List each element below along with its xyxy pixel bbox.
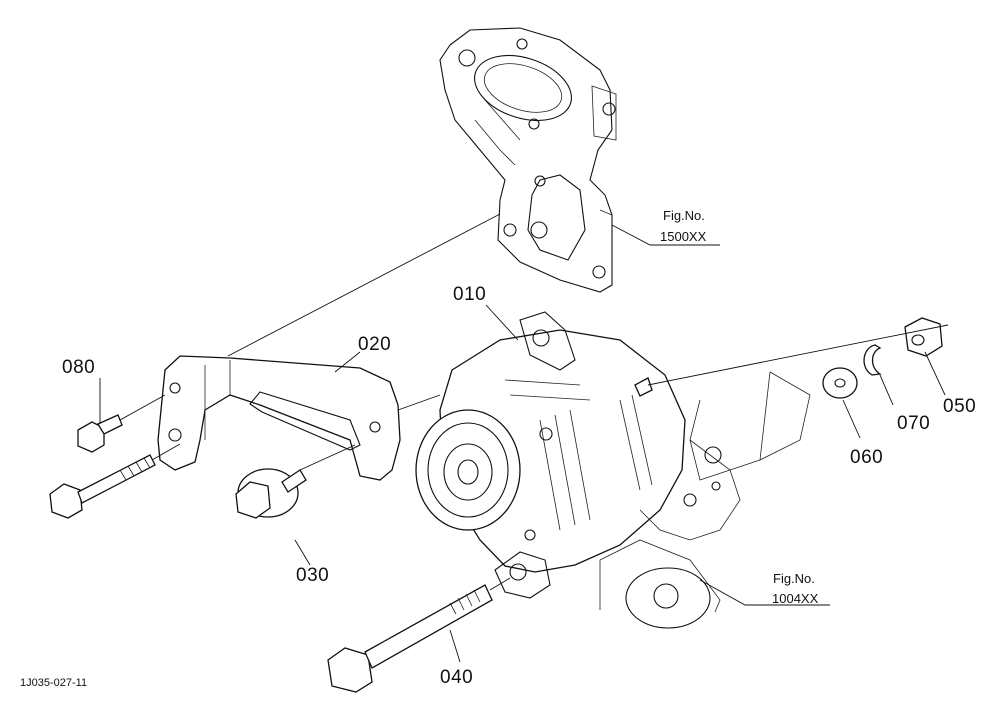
fig-ref-1500-line1: Fig.No. <box>663 208 705 223</box>
upper-housing-drawing <box>439 27 617 293</box>
bolt-080-drawing <box>77 394 166 453</box>
washer-060-drawing <box>822 367 858 399</box>
part-label-030: 030 <box>296 565 329 586</box>
bolt-040-drawing <box>327 577 511 693</box>
part-label-050: 050 <box>943 396 976 417</box>
leader-lines <box>99 224 946 663</box>
part-label-080: 080 <box>62 357 95 378</box>
spring-washer-070-drawing <box>863 344 882 376</box>
fig-ref-1004-line1: Fig.No. <box>773 571 815 586</box>
part-label-040: 040 <box>440 667 473 688</box>
guide-line <box>227 213 501 357</box>
fig-ref-1004-line2: 1004XX <box>772 591 819 606</box>
part-label-010: 010 <box>453 284 486 305</box>
part-label-020: 020 <box>358 334 391 355</box>
drawing-code: 1J035-027-11 <box>20 677 87 689</box>
part-label-070: 070 <box>897 413 930 434</box>
axis-line <box>647 324 949 386</box>
bolt-030-drawing <box>235 444 356 519</box>
part-label-060: 060 <box>850 447 883 468</box>
bolt-long-left-drawing <box>49 443 181 519</box>
fig-ref-1500-line2: 1500XX <box>660 229 707 244</box>
engine-block-drawing <box>599 371 811 629</box>
nut-050-drawing <box>904 317 943 357</box>
bracket-drawing <box>157 355 401 481</box>
alternator-drawing <box>397 311 686 599</box>
